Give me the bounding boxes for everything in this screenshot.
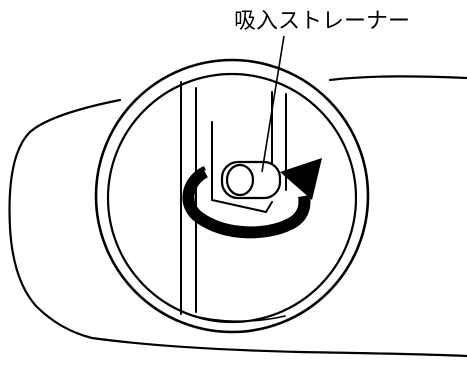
opening-rings — [94, 58, 370, 334]
curved-arrow-icon — [182, 158, 322, 239]
strainer-callout-label: 吸入ストレーナー — [234, 9, 411, 34]
machine-housing — [8, 75, 467, 358]
suction-strainer — [220, 160, 282, 200]
callout-leader — [261, 35, 285, 173]
